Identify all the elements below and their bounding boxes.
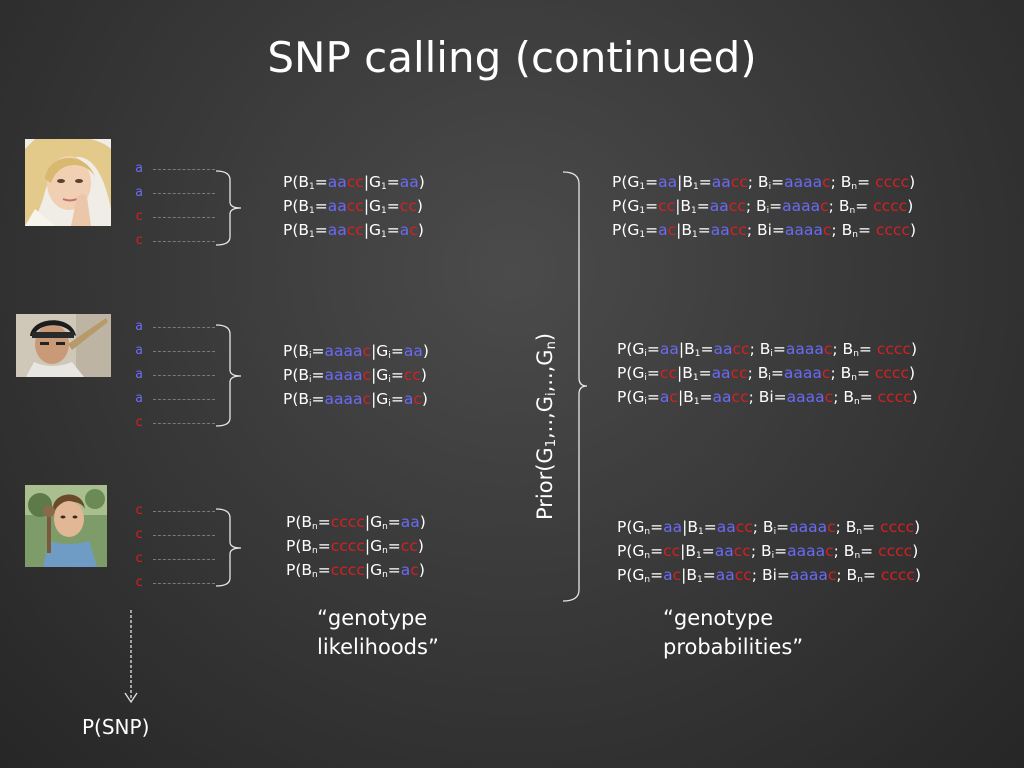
brace-individual-1 — [215, 170, 242, 246]
probability-equation: P(G1=cc|B1=aacc; Bi=aaaac; Bn= cccc) — [612, 197, 914, 216]
read-base: a — [135, 185, 143, 200]
read-base: a — [135, 367, 143, 382]
probability-equation: P(Gi=ac|B1=aacc; Bi=aaaac; Bn= cccc) — [617, 388, 918, 407]
probability-equation: P(Gn=cc|B1=aacc; Bi=aaaac; Bn= cccc) — [617, 542, 919, 561]
likelihood-equation: P(Bn=cccc|Gn=cc) — [286, 537, 424, 556]
probability-equation: P(Gn=aa|B1=aacc; Bi=aaaac; Bn= cccc) — [617, 518, 921, 537]
caption-line: likelihoods” — [317, 635, 439, 659]
read-dash — [153, 241, 215, 242]
probability-equation: P(G1=ac|B1=aacc; Bi=aaaac; Bn= cccc) — [612, 221, 917, 240]
p-snp-arrow-head — [124, 692, 138, 704]
boy-with-helmet-icon — [16, 314, 111, 377]
caption-line: “genotype — [663, 606, 774, 630]
genotype-probabilities-caption: “genotype probabilities” — [663, 604, 803, 662]
likelihood-equation: P(Bi=aaaac|Gi=aa) — [283, 342, 429, 361]
prior-label-text: Prior(G1,..,Gi,..,Gn) — [533, 332, 559, 520]
caption-line: probabilities” — [663, 635, 804, 659]
genotype-likelihoods-caption: “genotype likelihoods” — [317, 604, 439, 662]
p-snp-label: P(SNP) — [82, 715, 150, 739]
likelihood-equation: P(Bi=aaaac|Gi=ac) — [283, 390, 428, 409]
likelihood-equation: P(Bi=aaaac|Gi=cc) — [283, 366, 427, 385]
likelihood-equation: P(Bn=cccc|Gn=aa) — [286, 513, 426, 532]
caption-line: “genotype — [317, 606, 428, 630]
child-icon — [25, 485, 107, 567]
read-dash — [153, 423, 215, 424]
read-base: c — [135, 575, 143, 590]
read-dash — [153, 583, 215, 584]
read-dash — [153, 535, 215, 536]
read-base: c — [135, 415, 143, 430]
slide-title: SNP calling (continued) — [267, 33, 757, 82]
likelihood-equation: P(B1=aacc|G1=cc) — [283, 197, 423, 216]
read-dash — [153, 217, 215, 218]
probabilities-individual-n: P(Gn=aa|B1=aacc; Bi=aaaac; Bn= cccc) P(G… — [617, 515, 921, 587]
read-base: c — [135, 503, 143, 518]
prior-bracket — [562, 171, 588, 602]
read-dash — [153, 351, 215, 352]
brace-individual-i — [215, 324, 242, 427]
likelihood-equation: P(B1=aacc|G1=aa) — [283, 173, 425, 192]
woman-icon — [25, 139, 111, 226]
read-base: c — [135, 233, 143, 248]
likelihoods-individual-i: P(Bi=aaaac|Gi=aa) P(Bi=aaaac|Gi=cc) P(Bi… — [283, 339, 429, 411]
read-dash — [153, 169, 215, 170]
read-base: a — [135, 161, 143, 176]
probability-equation: P(Gi=cc|B1=aacc; Bi=aaaac; Bn= cccc) — [617, 364, 916, 383]
read-base: a — [135, 319, 143, 334]
read-dash — [153, 327, 215, 328]
read-dash — [153, 375, 215, 376]
likelihood-equation: P(B1=aacc|G1=ac) — [283, 221, 424, 240]
read-base: c — [135, 527, 143, 542]
likelihoods-individual-1: P(B1=aacc|G1=aa) P(B1=aacc|G1=cc) P(B1=a… — [283, 170, 425, 242]
read-dash — [153, 559, 215, 560]
probabilities-individual-1: P(G1=aa|B1=aacc; Bi=aaaac; Bn= cccc) P(G… — [612, 170, 916, 242]
read-dash — [153, 193, 215, 194]
probabilities-individual-i: P(Gi=aa|B1=aacc; Bi=aaaac; Bn= cccc) P(G… — [617, 337, 918, 409]
read-base: c — [135, 551, 143, 566]
probability-equation: P(Gi=aa|B1=aacc; Bi=aaaac; Bn= cccc) — [617, 340, 917, 359]
read-base: c — [135, 209, 143, 224]
probability-equation: P(Gn=ac|B1=aacc; Bi=aaaac; Bn= cccc) — [617, 566, 921, 585]
likelihood-equation: P(Bn=cccc|Gn=ac) — [286, 561, 425, 580]
likelihoods-individual-n: P(Bn=cccc|Gn=aa) P(Bn=cccc|Gn=cc) P(Bn=c… — [286, 510, 426, 582]
probability-equation: P(G1=aa|B1=aacc; Bi=aaaac; Bn= cccc) — [612, 173, 916, 192]
read-dash — [153, 511, 215, 512]
read-base: a — [135, 343, 143, 358]
read-dash — [153, 399, 215, 400]
brace-individual-n — [215, 508, 242, 587]
read-base: a — [135, 391, 143, 406]
